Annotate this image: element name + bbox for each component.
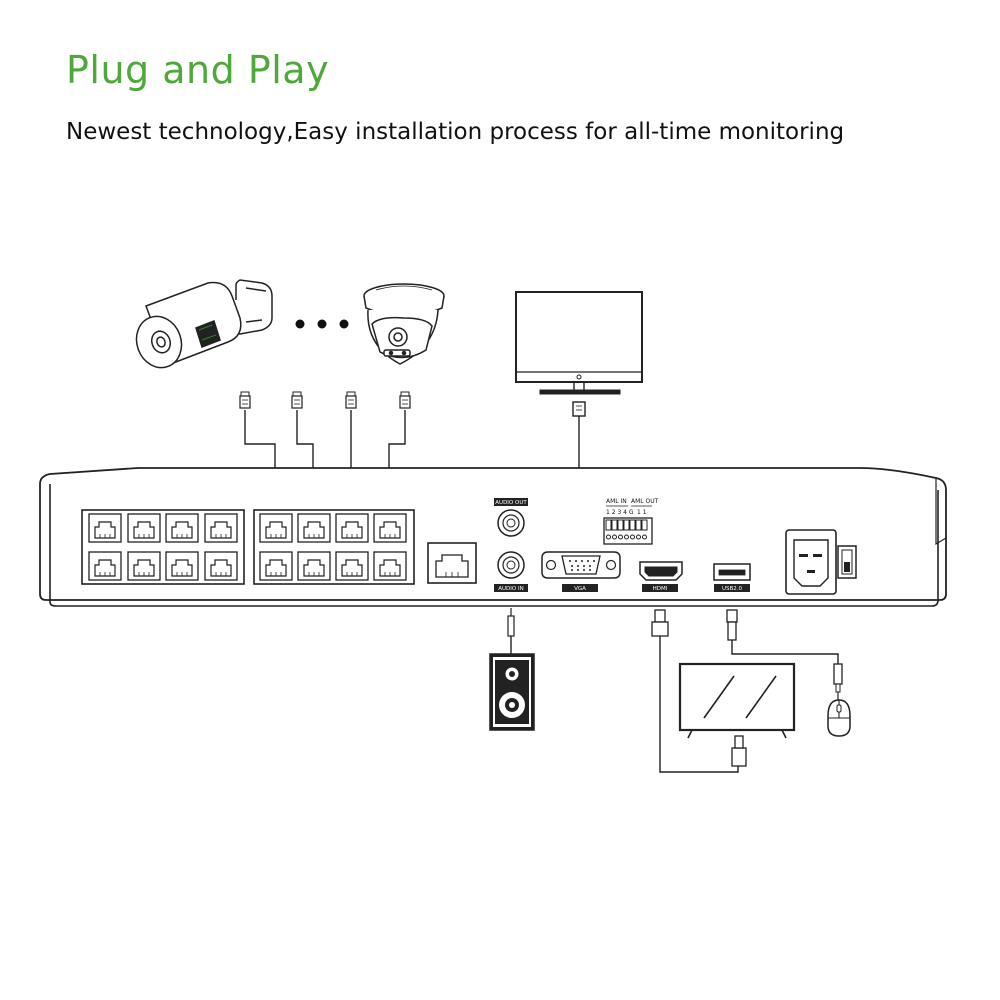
monitor-icon bbox=[515, 291, 643, 395]
audio-in-port[interactable]: AUDIO IN bbox=[494, 551, 528, 592]
audio-out-label: AUDIO OUT bbox=[495, 500, 527, 506]
camera-network-cables bbox=[244, 410, 406, 482]
dome-camera-icon bbox=[363, 283, 445, 365]
hdmi-label: HDMI bbox=[653, 586, 668, 592]
mouse-icon bbox=[827, 699, 851, 737]
poe-port-group-2 bbox=[253, 509, 415, 585]
lan-port[interactable] bbox=[427, 542, 477, 584]
vga-port[interactable] bbox=[541, 551, 621, 592]
bullet-camera-icon bbox=[135, 279, 273, 369]
power-switch-icon[interactable] bbox=[837, 545, 857, 579]
hdmi-port[interactable] bbox=[639, 561, 683, 592]
audio-cable bbox=[507, 608, 515, 654]
alarm-in-pins: 1 2 3 4 G bbox=[606, 509, 634, 516]
alarm-in-label: AML IN bbox=[606, 498, 627, 505]
usb-label: USB2.0 bbox=[722, 586, 743, 592]
hdmi-cable bbox=[651, 609, 747, 773]
page-subtitle: Newest technology,Easy installation proc… bbox=[66, 119, 845, 145]
alarm-out-pins: 1 1 bbox=[637, 509, 647, 516]
alarm-terminal[interactable]: AML IN AML OUT 1 2 3 4 G 1 1 bbox=[603, 498, 659, 545]
audio-out-port[interactable]: AUDIO OUT bbox=[494, 498, 528, 537]
poe-port-group-1 bbox=[81, 509, 245, 585]
vga-label: VGA bbox=[574, 586, 586, 592]
usb-cable bbox=[726, 609, 843, 700]
speaker-icon bbox=[489, 653, 535, 731]
page-title: Plug and Play bbox=[66, 48, 330, 92]
more-cameras-dots bbox=[295, 319, 349, 329]
usb-port[interactable] bbox=[713, 563, 751, 592]
audio-in-label: AUDIO IN bbox=[498, 586, 523, 592]
alarm-out-label: AML OUT bbox=[631, 498, 659, 505]
tv-icon bbox=[678, 662, 796, 739]
power-socket-icon[interactable] bbox=[785, 529, 837, 595]
